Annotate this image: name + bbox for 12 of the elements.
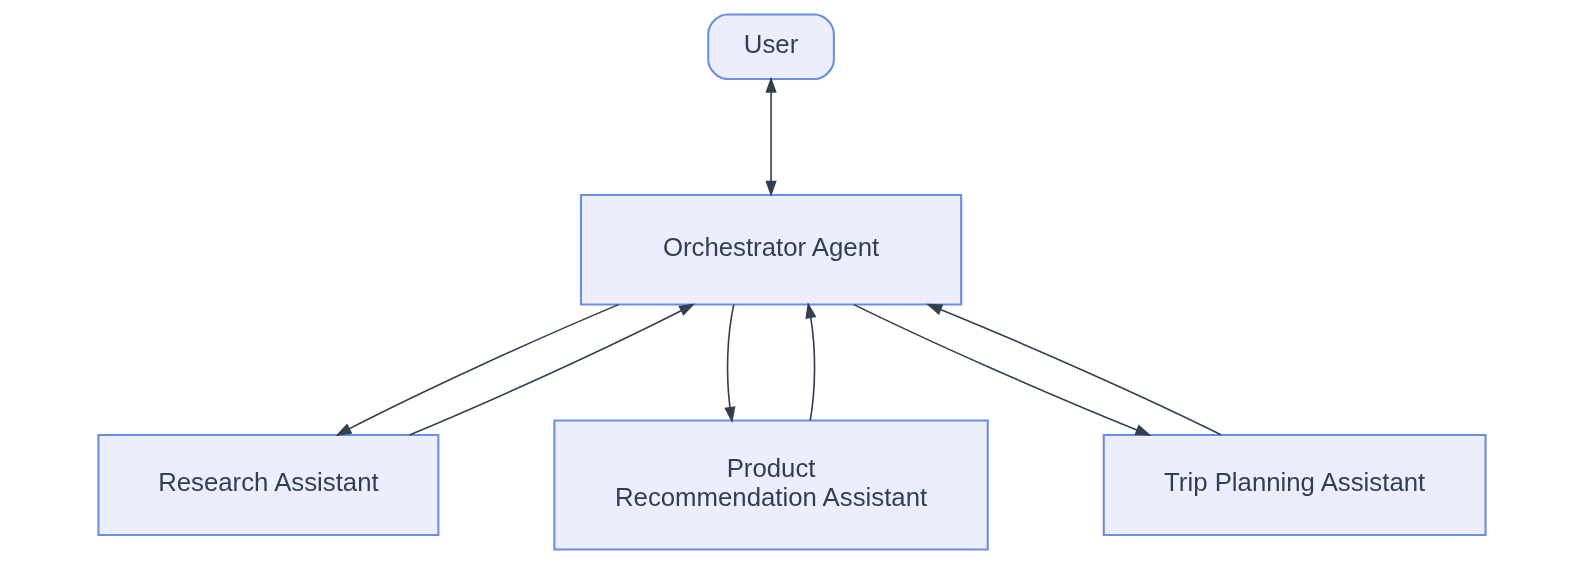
arrow <box>408 303 696 436</box>
arrow <box>853 303 1152 436</box>
node-box: Research Assistant <box>97 434 440 536</box>
node-box: User <box>707 13 835 81</box>
arrow <box>724 303 736 423</box>
arrow <box>926 303 1222 436</box>
node-box: Orchestrator Agent <box>579 193 963 306</box>
node-box: Trip Planning Assistant <box>1102 434 1487 536</box>
arrow <box>335 303 620 436</box>
arrow <box>765 76 777 197</box>
arrow <box>805 302 817 422</box>
node-box: Product Recommendation Assistant <box>553 419 989 551</box>
